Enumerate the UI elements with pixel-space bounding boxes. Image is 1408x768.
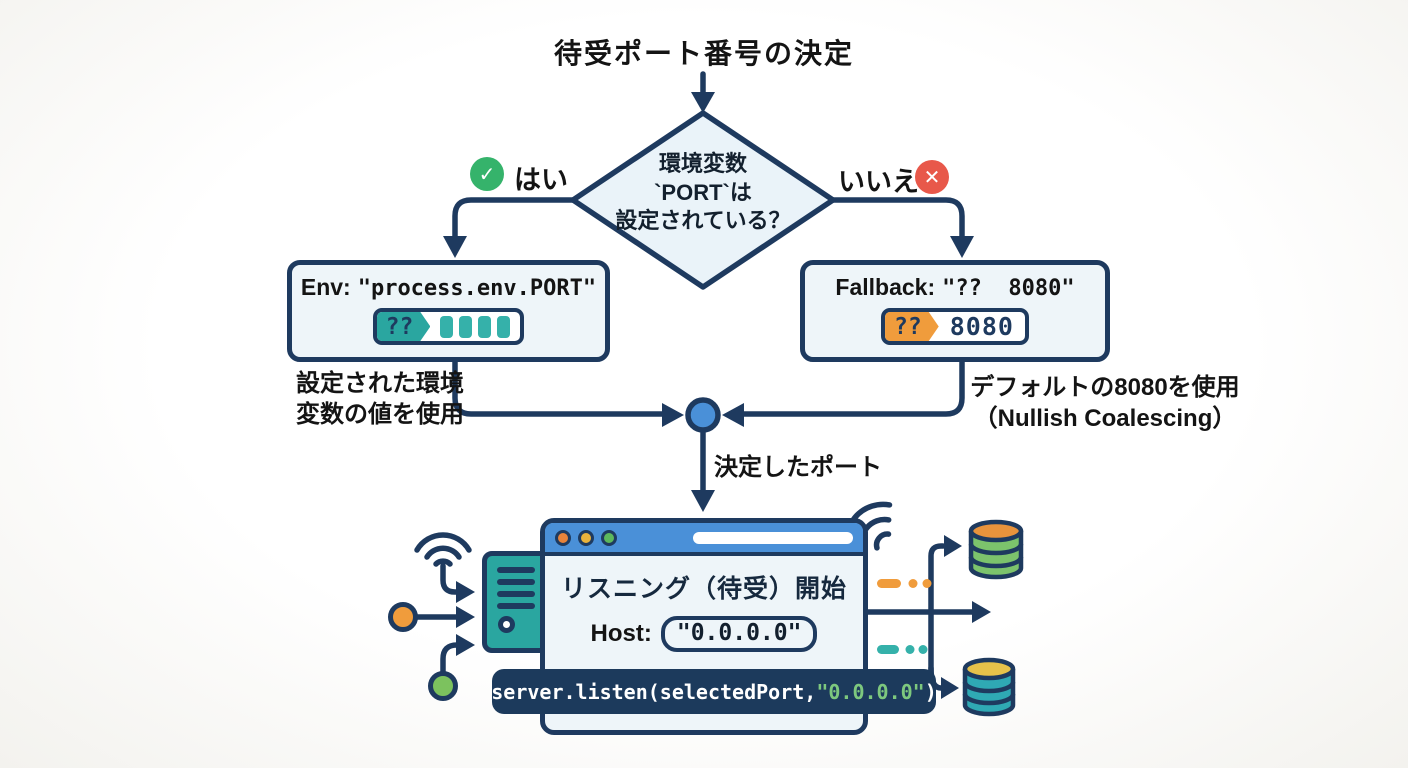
server-tower-icon xyxy=(482,551,550,653)
connector-client-green xyxy=(440,642,460,676)
client-node-orange xyxy=(388,602,418,632)
fallback-value-pill: ?? 8080 xyxy=(881,308,1029,345)
yes-label: はい xyxy=(514,165,568,195)
decision-diamond-shape xyxy=(570,110,836,290)
merge-result-label: 決定したポート xyxy=(714,454,882,481)
server-led-icon xyxy=(498,616,515,633)
env-box: Env: "process.env.PORT" ?? xyxy=(287,260,610,362)
env-box-title: Env: "process.env.PORT" xyxy=(301,274,596,301)
cross-icon: ✕ xyxy=(915,160,949,194)
decision-question: 環境変数 `PORT`は 設定されている？ xyxy=(583,150,823,236)
listening-heading: リスニング（待受）開始 xyxy=(560,575,847,603)
code-suffix: ) xyxy=(924,679,937,704)
code-prefix: server.listen(selectedPort, xyxy=(491,679,817,704)
fallback-caption: デフォルトの8080を使用 （Nullish Coalescing） xyxy=(950,372,1260,434)
merge-node xyxy=(685,397,721,433)
nullish-question-orange: ?? xyxy=(885,312,939,341)
connector-out-db1 xyxy=(928,543,946,681)
fallback-box-title: Fallback: "?? 8080" xyxy=(835,274,1074,301)
fallback-box: Fallback: "?? 8080" ?? 8080 xyxy=(800,260,1110,362)
page-title: 待受ポート番号の決定 xyxy=(553,38,854,69)
connector-fallback-to-merge xyxy=(741,359,965,417)
connector-env-to-merge xyxy=(452,357,665,417)
no-label: いいえ xyxy=(838,167,919,197)
window-titlebar xyxy=(545,523,863,556)
env-value-bars-icon xyxy=(430,315,520,338)
window-dot-green-icon xyxy=(601,529,617,546)
fallback-caption-line-1: デフォルトの8080を使用 xyxy=(970,374,1240,401)
database-icon-bottom xyxy=(962,657,1016,717)
connector-yes-branch xyxy=(452,197,578,241)
wifi-left-icon xyxy=(414,532,472,567)
arrowheads xyxy=(443,92,991,699)
host-value: "0.0.0.0" xyxy=(660,616,818,652)
check-icon: ✓ xyxy=(470,157,504,191)
window-dot-yellow-icon xyxy=(578,529,594,546)
code-host-literal: "0.0.0.0" xyxy=(816,679,925,704)
env-title-code: "process.env.PORT" xyxy=(357,276,597,301)
env-value-pill: ?? xyxy=(372,308,525,345)
decision-line-3: 設定されている？ xyxy=(615,208,791,234)
fallback-caption-line-2: （Nullish Coalescing） xyxy=(973,405,1237,433)
check-glyph: ✓ xyxy=(478,163,496,186)
database-icon-top xyxy=(968,519,1024,580)
server-window: リスニング（待受）開始 Host: "0.0.0.0" server.liste… xyxy=(491,518,937,735)
client-node-green xyxy=(428,671,458,701)
window-dot-red-icon xyxy=(555,529,571,546)
connector-wifi-left xyxy=(440,563,460,595)
fallback-title-code: "?? 8080" xyxy=(942,276,1075,301)
traffic-dots-teal xyxy=(877,645,928,654)
host-row: Host: "0.0.0.0" xyxy=(545,616,863,652)
env-caption: 設定された環境 変数の値を使用 xyxy=(240,368,520,430)
listen-code-snippet: server.listen(selectedPort,"0.0.0.0") xyxy=(491,669,937,714)
env-title-prefix: Env: xyxy=(300,274,351,300)
nullish-question-teal: ?? xyxy=(377,312,431,341)
fallback-title-prefix: Fallback: xyxy=(835,274,936,300)
cross-glyph: ✕ xyxy=(923,166,941,189)
connector-no-branch xyxy=(828,197,965,241)
decision-line-1: 環境変数 xyxy=(658,151,747,176)
traffic-dots-orange xyxy=(877,579,932,588)
host-label: Host: xyxy=(590,620,652,647)
fallback-port-value: 8080 xyxy=(949,312,1014,341)
env-caption-line-1: 設定された環境 xyxy=(296,370,464,397)
env-caption-line-2: 変数の値を使用 xyxy=(296,401,464,429)
address-bar xyxy=(693,531,853,544)
decision-line-2: `PORT`は xyxy=(654,179,752,205)
